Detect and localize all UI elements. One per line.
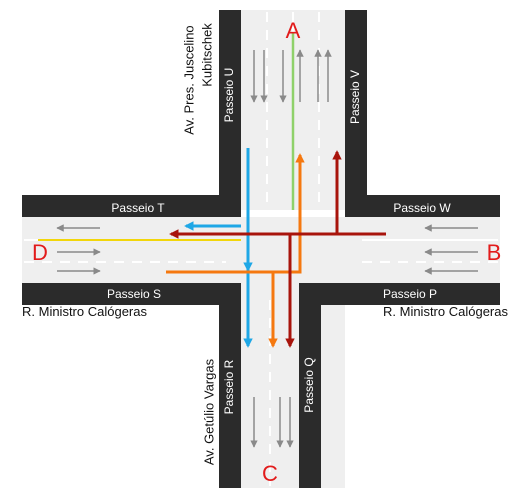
sidewalk-label-v: Passeio V xyxy=(348,70,362,124)
point-label-b: B xyxy=(487,240,502,265)
sidewalk-label-p: Passeio P xyxy=(383,287,437,301)
sidewalk-label-r: Passeio R xyxy=(222,359,236,414)
sidewalk-label-u: Passeio U xyxy=(222,68,236,123)
point-labels: A B C D xyxy=(32,18,501,486)
street-label-north-line2: Kubitschek xyxy=(199,23,214,87)
street-labels: Av. Pres. Juscelino Kubitschek R. Minist… xyxy=(22,23,508,465)
point-label-d: D xyxy=(32,240,48,265)
street-label-south: Av. Getúlio Vargas xyxy=(201,358,216,465)
sidewalk-label-t: Passeio T xyxy=(111,201,165,215)
lane-dividers xyxy=(24,12,498,486)
point-label-c: C xyxy=(262,461,278,486)
sidewalk-label-q: Passeio Q xyxy=(302,357,316,412)
sidewalks xyxy=(22,10,500,488)
point-label-a: A xyxy=(286,18,301,43)
lane-arrows xyxy=(56,49,478,448)
routes xyxy=(38,33,386,348)
south-road xyxy=(241,283,345,488)
sidewalk-se xyxy=(299,283,500,488)
route-orange-west xyxy=(166,153,305,274)
sidewalk-ne xyxy=(345,10,500,217)
street-label-north-line1: Av. Pres. Juscelino xyxy=(181,25,196,134)
sidewalk-label-s: Passeio S xyxy=(107,287,161,301)
sidewalk-sw xyxy=(22,283,241,488)
sidewalk-labels: Passeio T Passeio W Passeio S Passeio P … xyxy=(107,68,451,415)
road-surfaces xyxy=(22,10,500,488)
street-label-east: R. Ministro Calógeras xyxy=(383,304,508,319)
street-label-west: R. Ministro Calógeras xyxy=(22,304,147,319)
sidewalk-label-w: Passeio W xyxy=(393,201,451,215)
sidewalk-nw xyxy=(22,10,241,217)
